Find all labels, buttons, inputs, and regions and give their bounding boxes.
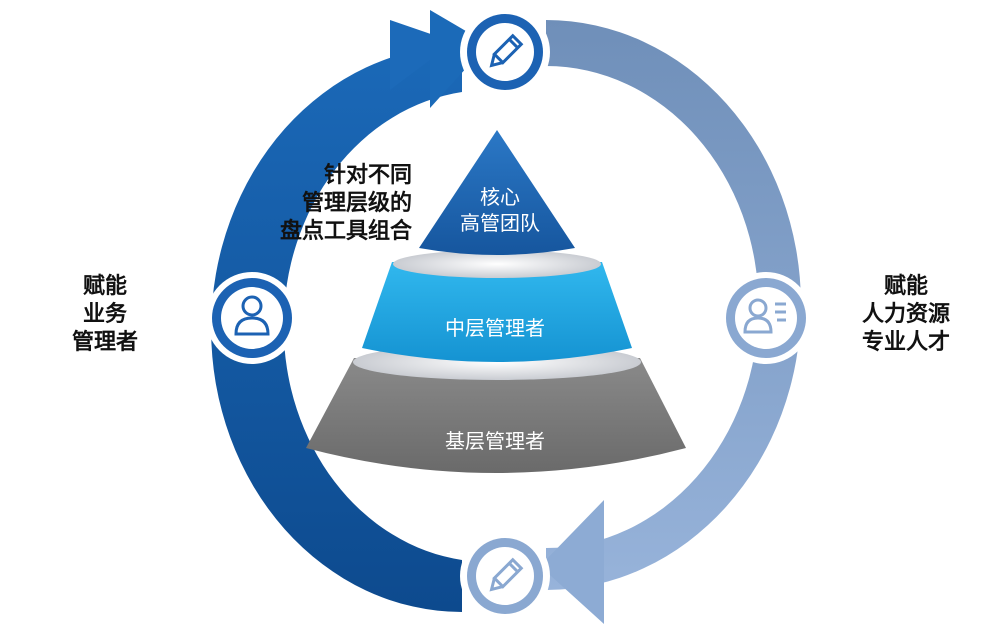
center-label-line: 针对不同 xyxy=(323,163,412,188)
right-label-line: 赋能 xyxy=(883,274,928,299)
pyramid xyxy=(306,130,686,473)
center-label: 针对不同 管理层级的 盘点工具组合 xyxy=(262,162,412,246)
center-label-line: 盘点工具组合 xyxy=(279,219,412,244)
left-label-line: 管理者 xyxy=(71,330,138,355)
right-label-line: 专业人才 xyxy=(861,330,950,355)
pyramid-top-label-line: 核心 xyxy=(480,185,520,209)
left-label-line: 赋能 xyxy=(82,274,127,299)
bottom-pencil-icon xyxy=(460,531,550,621)
center-label-line: 管理层级的 xyxy=(301,191,412,216)
left-cycle-arrow xyxy=(211,10,488,612)
right-cycle-arrow xyxy=(540,20,801,624)
pyramid-top-label: 核心 高管团队 xyxy=(420,184,580,236)
left-user-icon xyxy=(206,272,298,364)
left-label-line: 业务 xyxy=(82,302,127,327)
right-label-line: 人力资源 xyxy=(861,302,950,327)
pyramid-middle-tier xyxy=(362,262,632,362)
top-pencil-icon xyxy=(460,7,550,97)
pyramid-middle-disc xyxy=(393,250,601,278)
pyramid-middle-label: 中层管理者 xyxy=(445,316,545,340)
pyramid-base-tier xyxy=(306,358,686,473)
right-side-label: 赋能 人力资源 专业人才 xyxy=(846,273,966,357)
pyramid-base-label: 基层管理者 xyxy=(445,429,545,453)
pyramid-top-tier xyxy=(419,130,575,255)
pyramid-top-label-line: 高管团队 xyxy=(460,211,540,235)
left-side-label: 赋能 业务 管理者 xyxy=(50,273,160,357)
right-user-profile-icon xyxy=(720,272,812,364)
